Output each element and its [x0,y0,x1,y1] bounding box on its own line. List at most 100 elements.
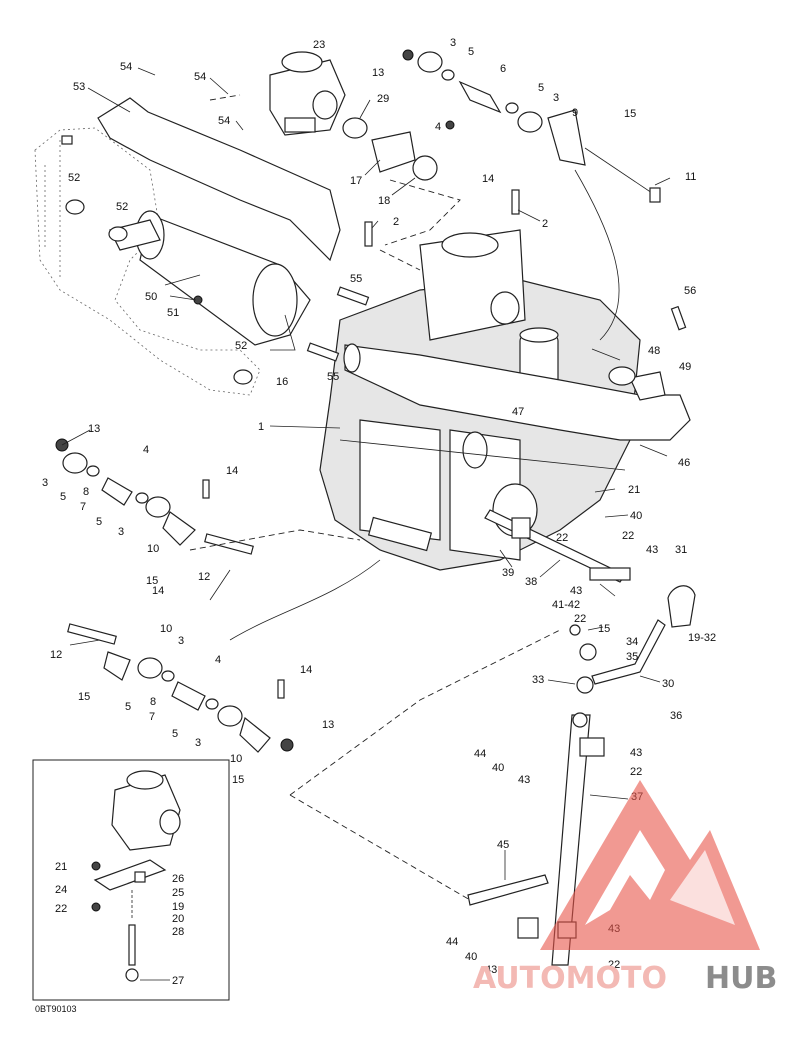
part-label: 31 [675,544,687,556]
part-label: 13 [372,67,384,79]
part-label: 48 [648,345,660,357]
part-label: 14 [300,664,312,676]
part-label: 4 [143,444,149,456]
part-label: 29 [377,93,389,105]
part-label: 4 [215,654,221,666]
watermark-logo [540,780,760,950]
part-label: 3 [42,477,48,489]
part-label: 5 [172,728,178,740]
part-label: 7 [149,711,155,723]
part-label: 26 [172,873,184,885]
part-label: 41-42 [552,599,580,611]
part-label: 11 [685,171,696,183]
part-label: 40 [492,762,504,774]
part-label: 22 [630,766,642,778]
part-label: 43 [570,585,582,597]
part-label: 3 [553,92,559,104]
part-label: 33 [532,674,544,686]
part-label: 7 [80,501,86,513]
part-label: 36 [670,710,682,722]
part-label: 15 [232,774,244,786]
muffler [109,210,311,351]
spark-plug [364,221,373,247]
part-label: 46 [678,457,690,469]
part-label: 55 [327,371,339,383]
part-label: 34 [626,636,638,648]
part-label: 22 [574,613,586,625]
part-label: 49 [679,361,691,373]
part-label: 3 [178,635,184,647]
part-label: 15 [598,623,610,635]
shift-linkage [467,509,696,966]
part-label: 10 [160,623,172,635]
part-label: 3 [195,737,201,749]
part-label: 39 [502,567,514,579]
part-label: 54 [218,115,230,127]
part-label: 51 [167,307,179,319]
part-label: 15 [146,575,158,587]
part-label: 52 [68,172,80,184]
part-label: 14 [482,173,494,185]
part-label: 12 [198,571,210,583]
exhaust-pipe [344,344,691,441]
part-label: 30 [662,678,674,690]
part-label: 43 [485,964,497,976]
part-label: 15 [78,691,90,703]
part-label: 1 [258,421,264,433]
part-label: 23 [313,39,325,51]
part-label: 22 [556,532,568,544]
part-label: 12 [50,649,62,661]
part-label: 19-32 [688,632,716,644]
part-label: 52 [235,340,247,352]
part-label: 9 [572,107,578,119]
intake-boot [371,131,416,173]
part-label: 10 [230,753,242,765]
part-label: 21 [628,484,640,496]
part-label: 5 [468,46,474,58]
part-label: 50 [145,291,157,303]
part-label: 5 [125,701,131,713]
inset-box [32,759,230,1001]
part-label: 21 [55,861,67,873]
part-label: 5 [538,82,544,94]
part-label: 38 [525,576,537,588]
part-label: 43 [518,774,530,786]
part-label: 2 [542,218,548,230]
part-label: 19 [172,901,184,913]
part-label: 13 [88,423,100,435]
spark-plug [511,189,520,215]
bearing-stack-top [402,49,661,203]
part-label: 44 [446,936,458,948]
part-label: 22 [55,903,67,915]
part-label: 40 [465,951,477,963]
part-label: 22 [608,959,620,971]
part-label: 5 [60,491,66,503]
part-label: 6 [500,63,506,75]
part-label: 3 [118,526,124,538]
vehicle-frame [34,127,261,396]
part-label: 53 [73,81,85,93]
part-label: 13 [322,719,334,731]
part-label: 56 [684,285,696,297]
part-label: 43 [630,747,642,759]
part-label: 24 [55,884,67,896]
part-label: 25 [172,887,184,899]
watermark-text-secondary: HUB [705,961,777,996]
part-label: 54 [194,71,206,83]
bearing-stack-left-upper [55,438,254,555]
part-label: 15 [624,108,636,120]
part-label: 10 [147,543,159,555]
part-label: 14 [152,585,164,597]
part-label: 47 [512,406,524,418]
part-label: 17 [350,175,362,187]
part-label: 55 [350,273,362,285]
part-label: 28 [172,926,184,938]
part-label: 2 [393,216,399,228]
part-label: 8 [150,696,156,708]
part-label: 27 [172,975,184,987]
heat-shield [97,97,341,262]
part-label: 54 [120,61,132,73]
part-label: 5 [96,516,102,528]
part-label: 40 [630,510,642,522]
watermark-text-primary: AUTOMOTO [473,961,667,996]
